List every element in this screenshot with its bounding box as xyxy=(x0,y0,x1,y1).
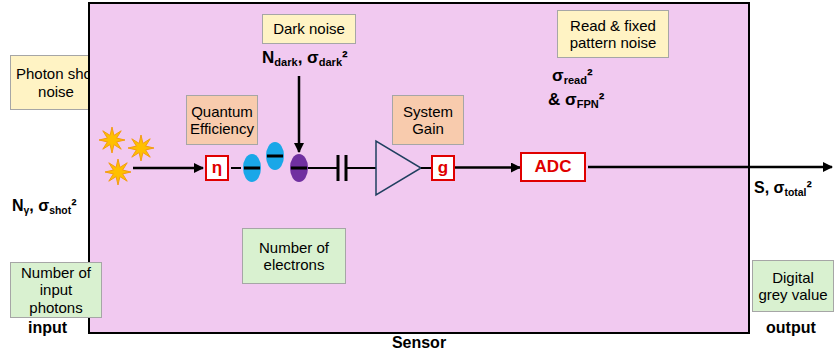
output-arrow xyxy=(588,166,832,169)
dark-electron xyxy=(290,154,308,182)
box-text: Read & fixed pattern noise xyxy=(562,17,664,52)
box-text: Quantum Efficiency xyxy=(190,103,254,138)
photon-star xyxy=(99,127,125,153)
dark-arrow xyxy=(298,76,301,152)
subscript: γ xyxy=(24,205,30,216)
quantity-box: Digital grey value xyxy=(752,260,834,312)
noise-formula: & σFPN² xyxy=(548,90,604,112)
subscript: shot xyxy=(49,205,71,216)
photon-star xyxy=(128,135,154,161)
subscript: dark xyxy=(274,56,297,68)
electron-bar xyxy=(244,167,260,170)
box-text: Digital grey value xyxy=(757,269,829,304)
parameter-box: Quantum Efficiency xyxy=(186,95,258,145)
arrow-connector xyxy=(455,166,520,169)
amplifier-symbol xyxy=(376,141,421,195)
wire xyxy=(346,167,376,169)
box-text: Number of input photons xyxy=(15,264,97,316)
subscript: total xyxy=(785,187,807,198)
subscript: FPN xyxy=(577,98,599,110)
box-text: Dark noise xyxy=(273,20,345,37)
quantity-box: Number of electrons xyxy=(242,228,346,284)
box-text: ADC xyxy=(535,158,572,177)
photon-arrow xyxy=(133,167,203,170)
noise-formula: σread² xyxy=(552,66,593,88)
box-text: Number of electrons xyxy=(247,239,341,274)
io-label: input xyxy=(28,318,67,337)
symbol-box: η xyxy=(205,155,229,181)
subscript: read xyxy=(564,74,587,86)
electron xyxy=(266,142,284,170)
quantity-box: Number of input photons xyxy=(10,262,102,318)
parameter-box: System Gain xyxy=(392,95,464,145)
adc-box: ADC xyxy=(520,152,586,182)
wire xyxy=(231,167,241,169)
sensor-box: SensorQuantum EfficiencyηDark noiseNumbe… xyxy=(88,2,750,334)
electron xyxy=(243,154,261,182)
noise-box: Dark noise xyxy=(262,14,356,44)
capacitor-plate xyxy=(337,155,340,181)
wire xyxy=(421,167,431,169)
noise-formula: S, σtotal² xyxy=(754,178,812,200)
box-text: η xyxy=(212,159,222,178)
box-text: System Gain xyxy=(397,103,459,138)
noise-formula: Ndark, σdark² xyxy=(262,48,348,70)
electron-bar xyxy=(267,155,283,158)
sensor-heading: Sensor xyxy=(90,334,748,352)
noise-formula: Nγ, σshot² xyxy=(12,196,76,218)
symbol-box: g xyxy=(431,155,455,181)
box-text: g xyxy=(438,159,448,178)
electron-bar xyxy=(291,167,307,170)
photon-star xyxy=(105,159,131,185)
io-label: output xyxy=(766,318,816,337)
subscript: dark xyxy=(319,56,342,68)
noise-box: Read & fixed pattern noise xyxy=(557,10,669,58)
box-text: Photon shot noise xyxy=(15,65,97,100)
wire xyxy=(308,167,338,169)
